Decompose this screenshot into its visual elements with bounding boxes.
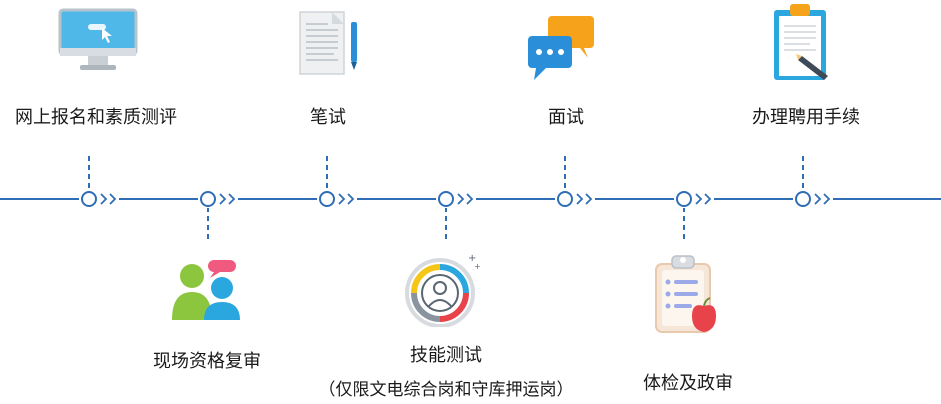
- step-label-registration: 网上报名和素质测评: [15, 107, 177, 128]
- timeline-arrow: [228, 193, 236, 205]
- svg-text:+: +: [474, 262, 481, 271]
- clipboard-pen-icon: [774, 4, 828, 80]
- timeline-arrow: [704, 193, 712, 205]
- timeline-arrow: [457, 193, 465, 205]
- timeline-arrow: [347, 193, 355, 205]
- computer-monitor-icon: [58, 8, 138, 70]
- timeline-node: [795, 191, 811, 207]
- timeline-arrow: [695, 193, 703, 205]
- timeline-node: [81, 191, 97, 207]
- timeline-node: [676, 191, 692, 207]
- timeline-node: [319, 191, 335, 207]
- timeline-arrow: [219, 193, 227, 205]
- step-sublabel-skills-test: （仅限文电综合岗和守库押运岗）: [318, 380, 574, 400]
- timeline-arrow: [585, 193, 593, 205]
- people-chat-icon: [172, 260, 240, 320]
- step-label-written-exam: 笔试: [310, 107, 346, 128]
- timeline-node: [557, 191, 573, 207]
- chat-bubbles-icon: [528, 16, 594, 80]
- document-pen-icon: [299, 11, 357, 75]
- timeline-node: [200, 191, 216, 207]
- step-label-interview: 面试: [548, 107, 584, 128]
- clipboard-apple-icon: [655, 255, 716, 333]
- timeline-arrow: [338, 193, 346, 205]
- timeline-arrow: [466, 193, 474, 205]
- step-label-hiring-procedures: 办理聘用手续: [752, 107, 860, 128]
- timeline-arrow: [814, 193, 822, 205]
- step-label-qualification-review: 现场资格复审: [153, 351, 261, 372]
- step-label-skills-test: 技能测试: [410, 345, 482, 366]
- svg-text:+: +: [468, 253, 476, 264]
- timeline-arrow: [100, 193, 108, 205]
- timeline-arrow: [576, 193, 584, 205]
- timeline-node: [438, 191, 454, 207]
- timeline-arrow: [823, 193, 831, 205]
- target-person-icon: + +: [405, 253, 481, 327]
- step-label-medical-check: 体检及政审: [643, 373, 733, 394]
- timeline-arrow: [109, 193, 117, 205]
